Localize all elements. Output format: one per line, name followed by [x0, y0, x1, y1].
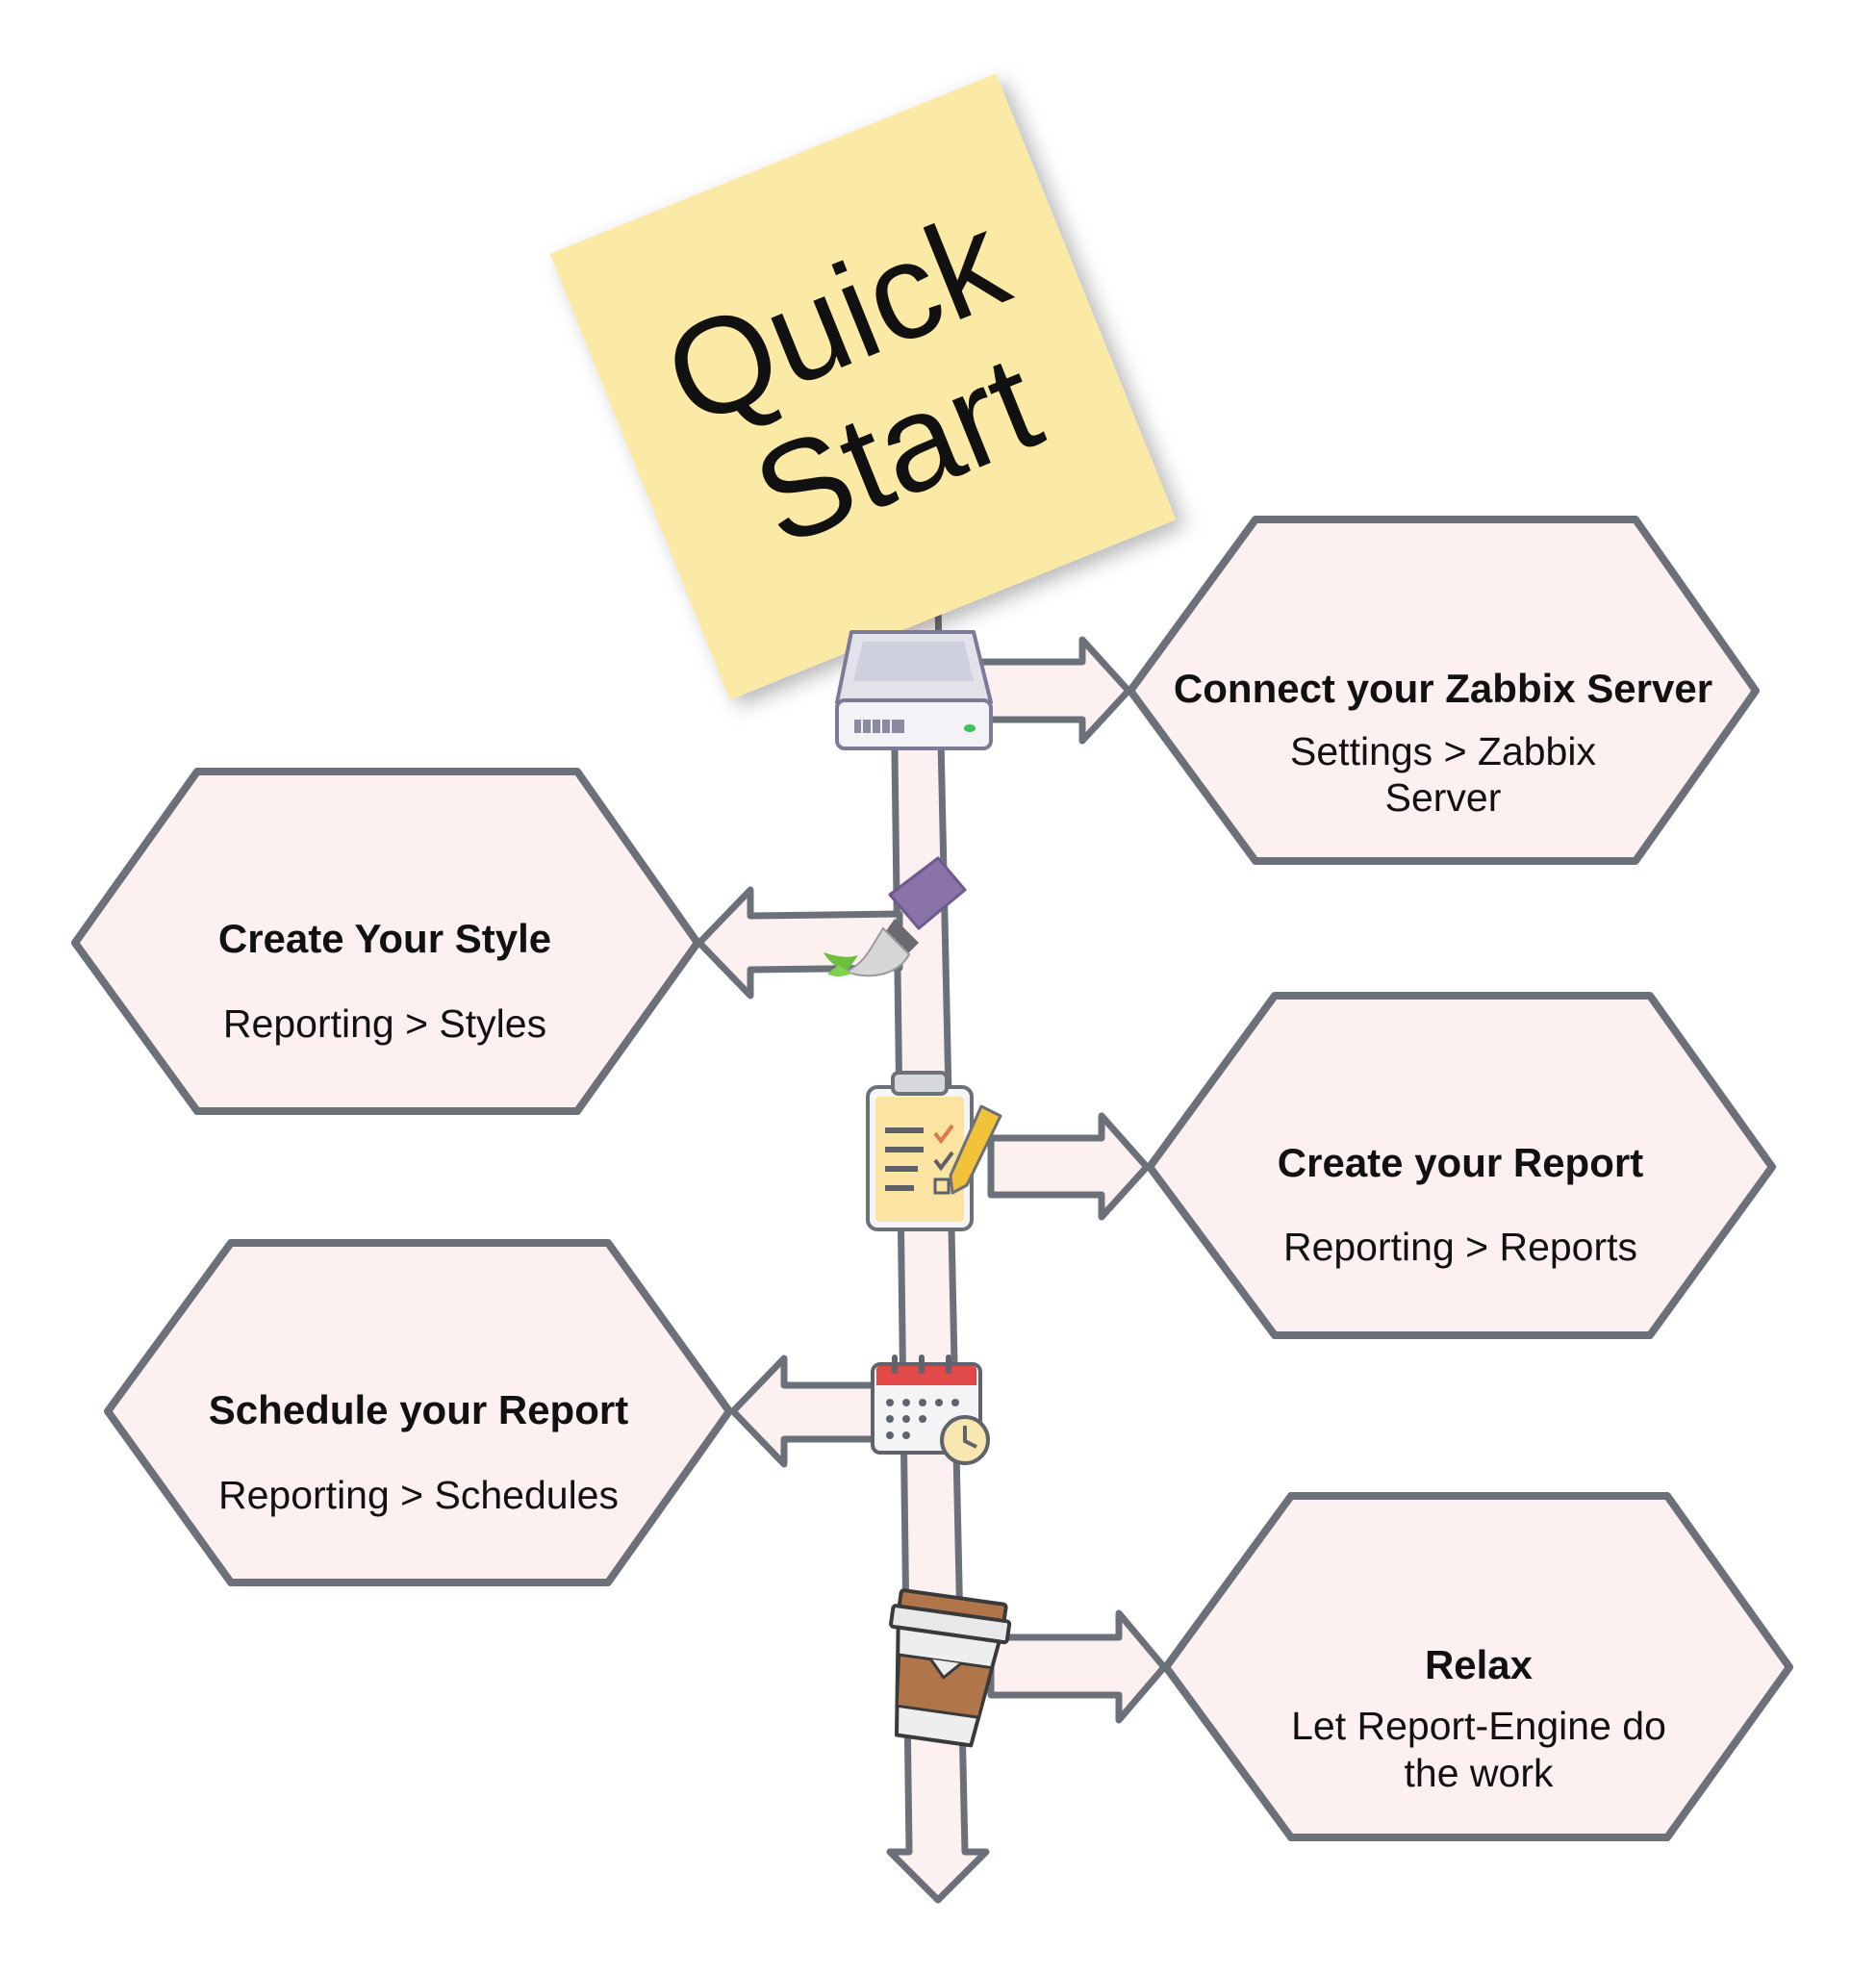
step-title: Create Your Style [218, 916, 551, 961]
coffee-cup-icon [889, 1588, 1012, 1748]
step-title: Schedule your Report [209, 1387, 628, 1432]
arrow-right-step-5 [987, 1609, 1168, 1724]
arrow-right-step-1 [968, 636, 1132, 745]
calendar-clock-icon [871, 1355, 990, 1465]
step-title: Relax [1425, 1642, 1534, 1687]
arrow-left-step-2 [696, 886, 903, 1000]
sticky-note: Quick Start [549, 73, 1177, 700]
step-path: Reporting > Reports [1283, 1225, 1637, 1269]
paintbrush-icon [824, 856, 967, 977]
step-path-continued: the work [1405, 1751, 1554, 1795]
step-title: Create your Report [1278, 1140, 1643, 1185]
server-icon [835, 630, 993, 750]
step-path-continued: Server [1385, 775, 1502, 820]
clipboard-checklist-icon [866, 1071, 1002, 1231]
step-create-style: Create Your Style Reporting > Styles [71, 768, 701, 1115]
step-create-report: Create your Report Reporting > Reports [1146, 992, 1776, 1339]
arrow-right-step-3 [987, 1112, 1151, 1221]
step-path: Let Report-Engine do [1291, 1704, 1666, 1748]
step-relax: Relax Let Report-Engine do the work [1162, 1492, 1793, 1841]
timeline-arrow [886, 602, 990, 1904]
step-path: Reporting > Styles [223, 1001, 546, 1046]
step-connect-zabbix-server: Connect your Zabbix Server Settings > Za… [1127, 516, 1760, 865]
step-path: Settings > Zabbix [1290, 729, 1596, 773]
step-path: Reporting > Schedules [218, 1473, 619, 1517]
step-title: Connect your Zabbix Server [1174, 666, 1712, 711]
step-schedule-report: Schedule your Report Reporting > Schedul… [104, 1239, 733, 1586]
